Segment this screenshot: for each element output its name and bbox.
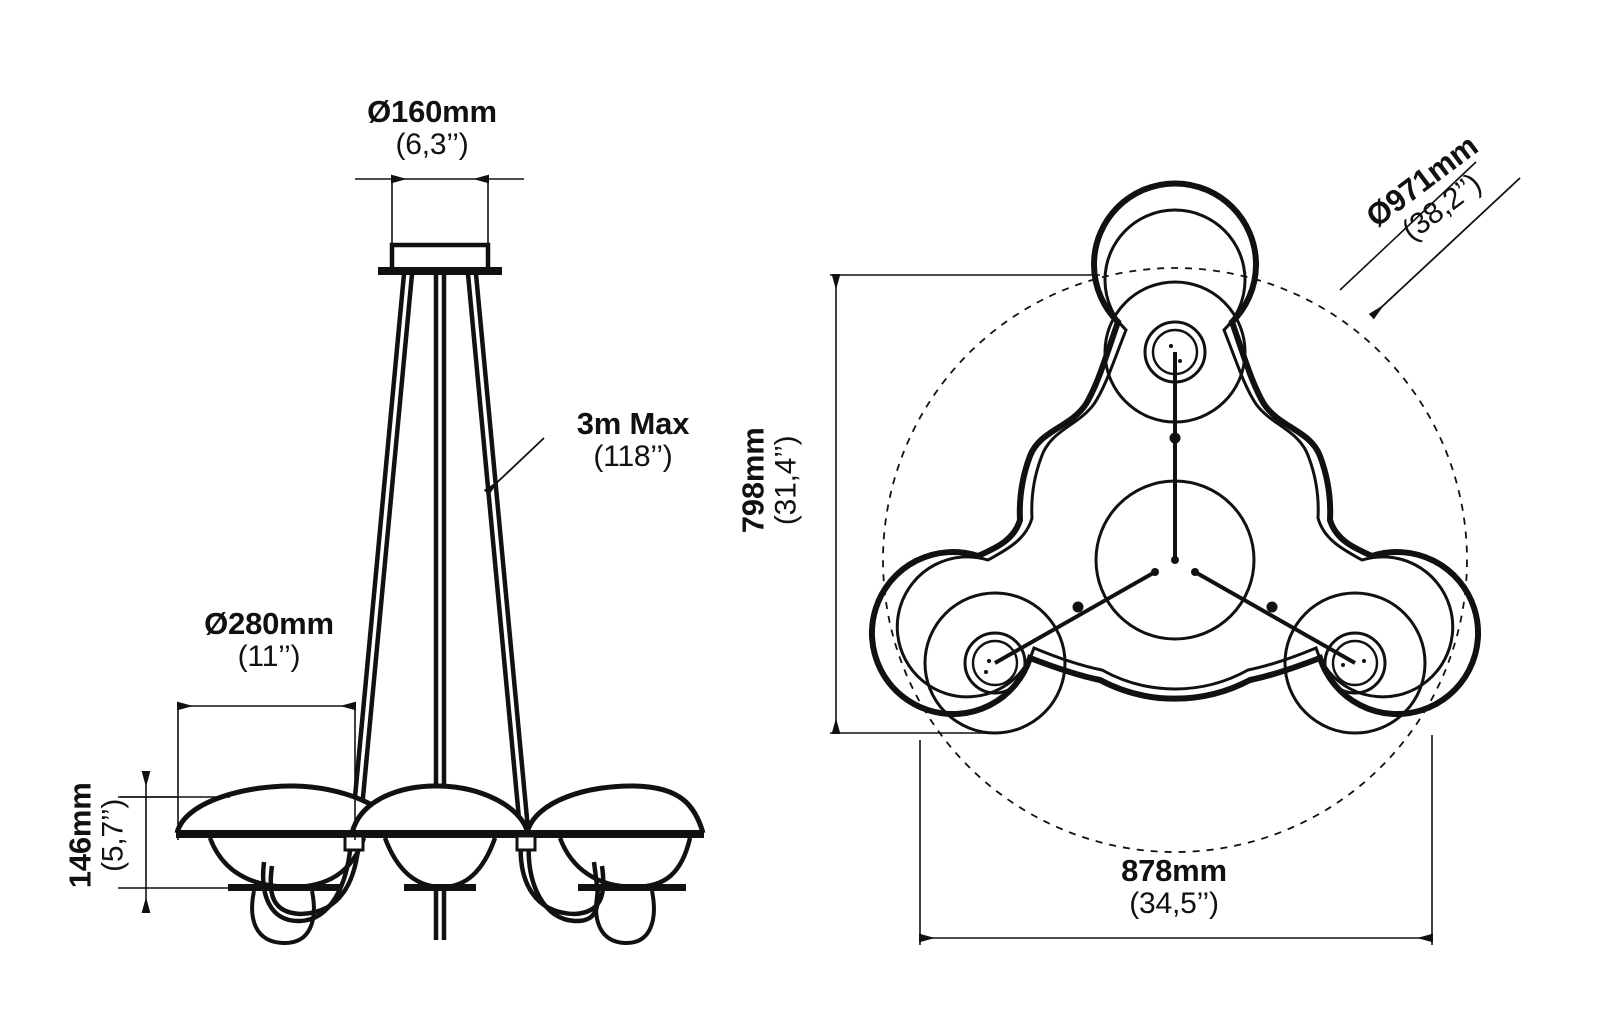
label-plan-width-imperial: (34,5’’) bbox=[1129, 886, 1219, 920]
label-shade-diameter-metric: Ø280mm bbox=[204, 606, 334, 641]
label-suspension-length: 3m Max (118’’) bbox=[548, 406, 718, 473]
dimension-plan-width bbox=[919, 735, 1433, 945]
leader-suspension-length bbox=[483, 437, 545, 496]
plan-radial-rods bbox=[994, 352, 1356, 665]
top-plan-view bbox=[830, 161, 1521, 945]
label-plan-width-metric: 878mm bbox=[1121, 853, 1227, 888]
suspension-rods bbox=[348, 273, 532, 940]
dimension-shade-height bbox=[118, 771, 232, 913]
label-suspension-length-imperial: (118’’) bbox=[593, 439, 673, 473]
rod-joint-markers bbox=[343, 834, 537, 852]
plan-inner-silhouette bbox=[895, 208, 1455, 699]
ceiling-canopy bbox=[378, 242, 502, 275]
shade-assembly-center bbox=[349, 783, 531, 891]
label-plan-width: 878mm (34,5’’) bbox=[1084, 853, 1264, 920]
rod-end-loops bbox=[260, 839, 606, 924]
plan-outer-silhouette bbox=[869, 180, 1481, 717]
leader-overall-diameter bbox=[1339, 161, 1521, 320]
label-shade-height-imperial: (5,7’’) bbox=[96, 798, 130, 872]
label-plan-height-metric: 798mm bbox=[735, 427, 771, 534]
label-shade-diameter: Ø280mm (11’’) bbox=[185, 606, 353, 673]
label-canopy-diameter-imperial: (6,3’’) bbox=[395, 127, 469, 161]
label-suspension-length-metric: 3m Max bbox=[576, 406, 690, 441]
front-elevation-view bbox=[118, 174, 706, 946]
label-shade-height-metric: 146mm bbox=[62, 782, 98, 889]
overall-envelope-circle bbox=[882, 267, 1468, 853]
label-shade-diameter-imperial: (11’’) bbox=[237, 639, 301, 673]
label-plan-height: 798mm (31,4’’) bbox=[735, 390, 803, 570]
dimension-plan-height bbox=[830, 274, 1100, 734]
label-plan-height-imperial: (31,4’’) bbox=[769, 435, 803, 526]
label-shade-height: 146mm (5,7’’) bbox=[62, 745, 130, 925]
shade-assembly-right bbox=[524, 783, 706, 946]
dimension-canopy-diameter bbox=[355, 174, 524, 250]
label-canopy-diameter-metric: Ø160mm bbox=[367, 94, 497, 129]
label-canopy-diameter: Ø160mm (6,3’’) bbox=[352, 94, 512, 161]
plan-shade-lower-right bbox=[1283, 591, 1427, 735]
